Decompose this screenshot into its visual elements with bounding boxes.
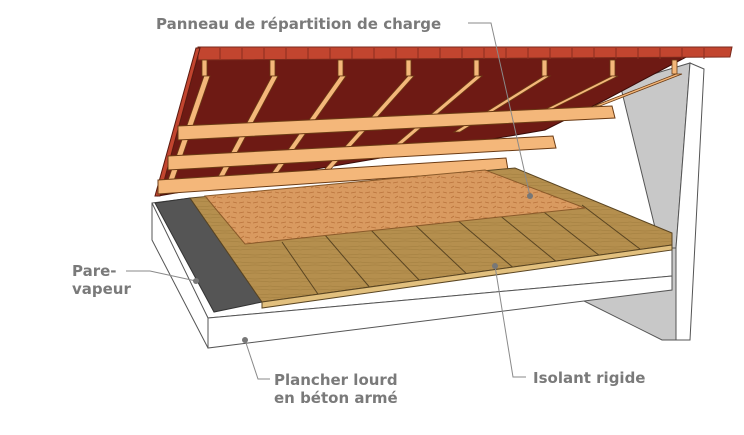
vapor-barrier-label-line2: vapeur <box>72 280 131 298</box>
vapor-barrier-label-line1: Pare- <box>72 262 117 280</box>
osb-panel <box>204 169 586 245</box>
concrete-floor-label-line2: en béton armé <box>274 389 398 407</box>
concrete-floor-label-line1: Plancher lourd <box>274 371 398 389</box>
rigid-insulation-label: Isolant rigide <box>533 369 646 387</box>
purlins <box>157 105 616 195</box>
roof-tiles <box>219 48 705 59</box>
concrete-floor-label: Plancher lourd en béton armé <box>274 371 398 407</box>
panel-label: Panneau de répartition de charge <box>156 15 442 33</box>
leader-lines <box>126 22 531 380</box>
vapor-barrier-label: Pare- vapeur <box>72 262 131 298</box>
